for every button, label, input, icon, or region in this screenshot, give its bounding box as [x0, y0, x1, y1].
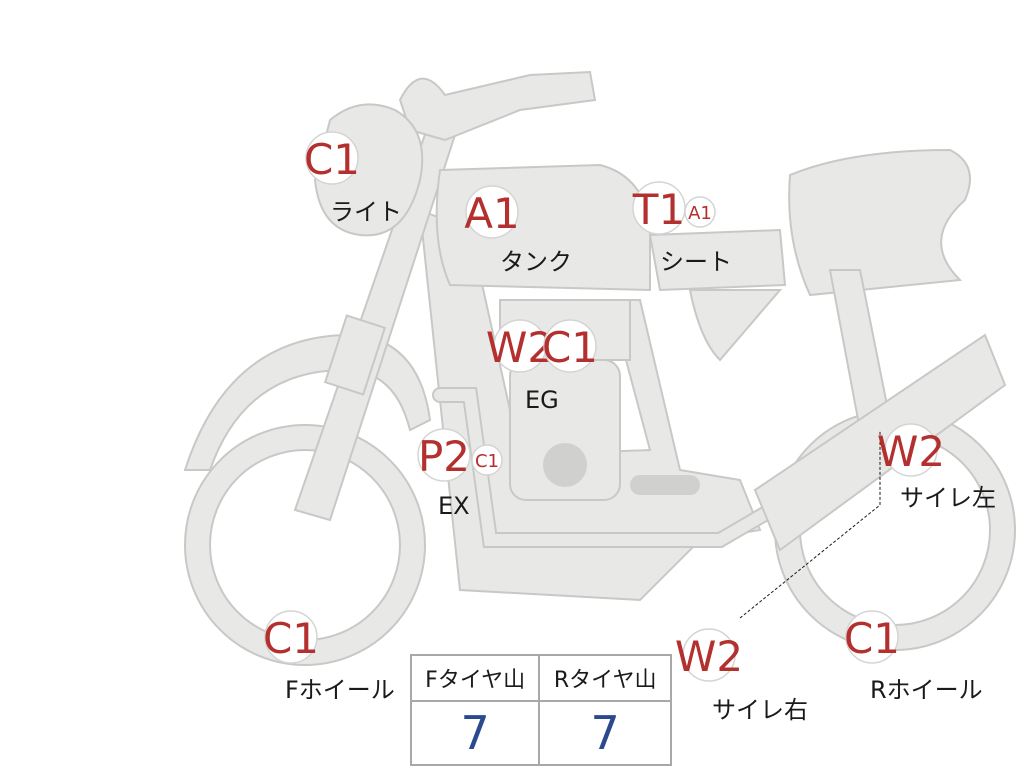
rear-tire-tread-value: 7 — [538, 700, 672, 766]
seat-grade-badge: T1 — [632, 181, 686, 235]
rear-tire-tread-header: Rタイヤ山 — [538, 654, 672, 702]
tire-tread-table: Fタイヤ山 Rタイヤ山 7 7 — [409, 654, 672, 766]
tank-label: タンク — [500, 248, 572, 276]
seat-sub-grade-text: A1 — [688, 203, 712, 224]
front-wheel-grade-text: C1 — [263, 614, 319, 663]
rear-wheel-grade-badge: C1 — [844, 610, 900, 664]
exhaust-label: EX — [438, 492, 470, 520]
rear-cowl-shape — [788, 148, 971, 297]
engine-grade-text-1: W2 — [486, 323, 554, 372]
engine-grade-badge-1: W2 — [486, 319, 554, 373]
exhaust-grade-badge: P2 — [417, 428, 471, 482]
tank-grade-text: A1 — [464, 189, 519, 238]
seat-grade-text: T1 — [632, 185, 685, 234]
muffler-left-label: サイレ左 — [900, 484, 996, 512]
fork-cover-shape — [323, 314, 387, 396]
muffler-left-grade-badge: W2 — [877, 423, 945, 477]
tank-grade-badge: A1 — [464, 185, 520, 239]
light-grade-text: C1 — [304, 135, 360, 184]
exhaust-sub-grade-text: C1 — [475, 451, 499, 472]
rear-wheel-label: Rホイール — [870, 676, 983, 704]
front-tire-tread-value: 7 — [409, 700, 541, 766]
muffler-left-grade-text: W2 — [877, 427, 945, 476]
seat-label: シート — [660, 248, 732, 276]
front-tire-tread-header: Fタイヤ山 — [409, 654, 541, 702]
muffler-right-grade-badge: W2 — [675, 628, 743, 682]
exhaust-sub-grade-badge: C1 — [471, 444, 503, 476]
seat-shape — [648, 228, 787, 292]
seat-sub-grade-badge: A1 — [684, 196, 716, 228]
engine-grade-badge-2: C1 — [542, 319, 598, 373]
handlebar-shape — [398, 70, 597, 142]
rear-wheel-grade-text: C1 — [844, 614, 900, 663]
muffler-right-label: サイレ右 — [712, 696, 808, 724]
engine-label: EG — [525, 386, 559, 414]
light-grade-badge: C1 — [304, 131, 360, 185]
front-wheel-grade-badge: C1 — [263, 610, 319, 664]
muffler-right-grade-text: W2 — [675, 632, 743, 681]
exhaust-grade-text: P2 — [418, 432, 470, 481]
light-label: ライト — [330, 198, 402, 226]
engine-grade-text-2: C1 — [542, 323, 598, 372]
front-wheel-label: Fホイール — [285, 676, 395, 704]
